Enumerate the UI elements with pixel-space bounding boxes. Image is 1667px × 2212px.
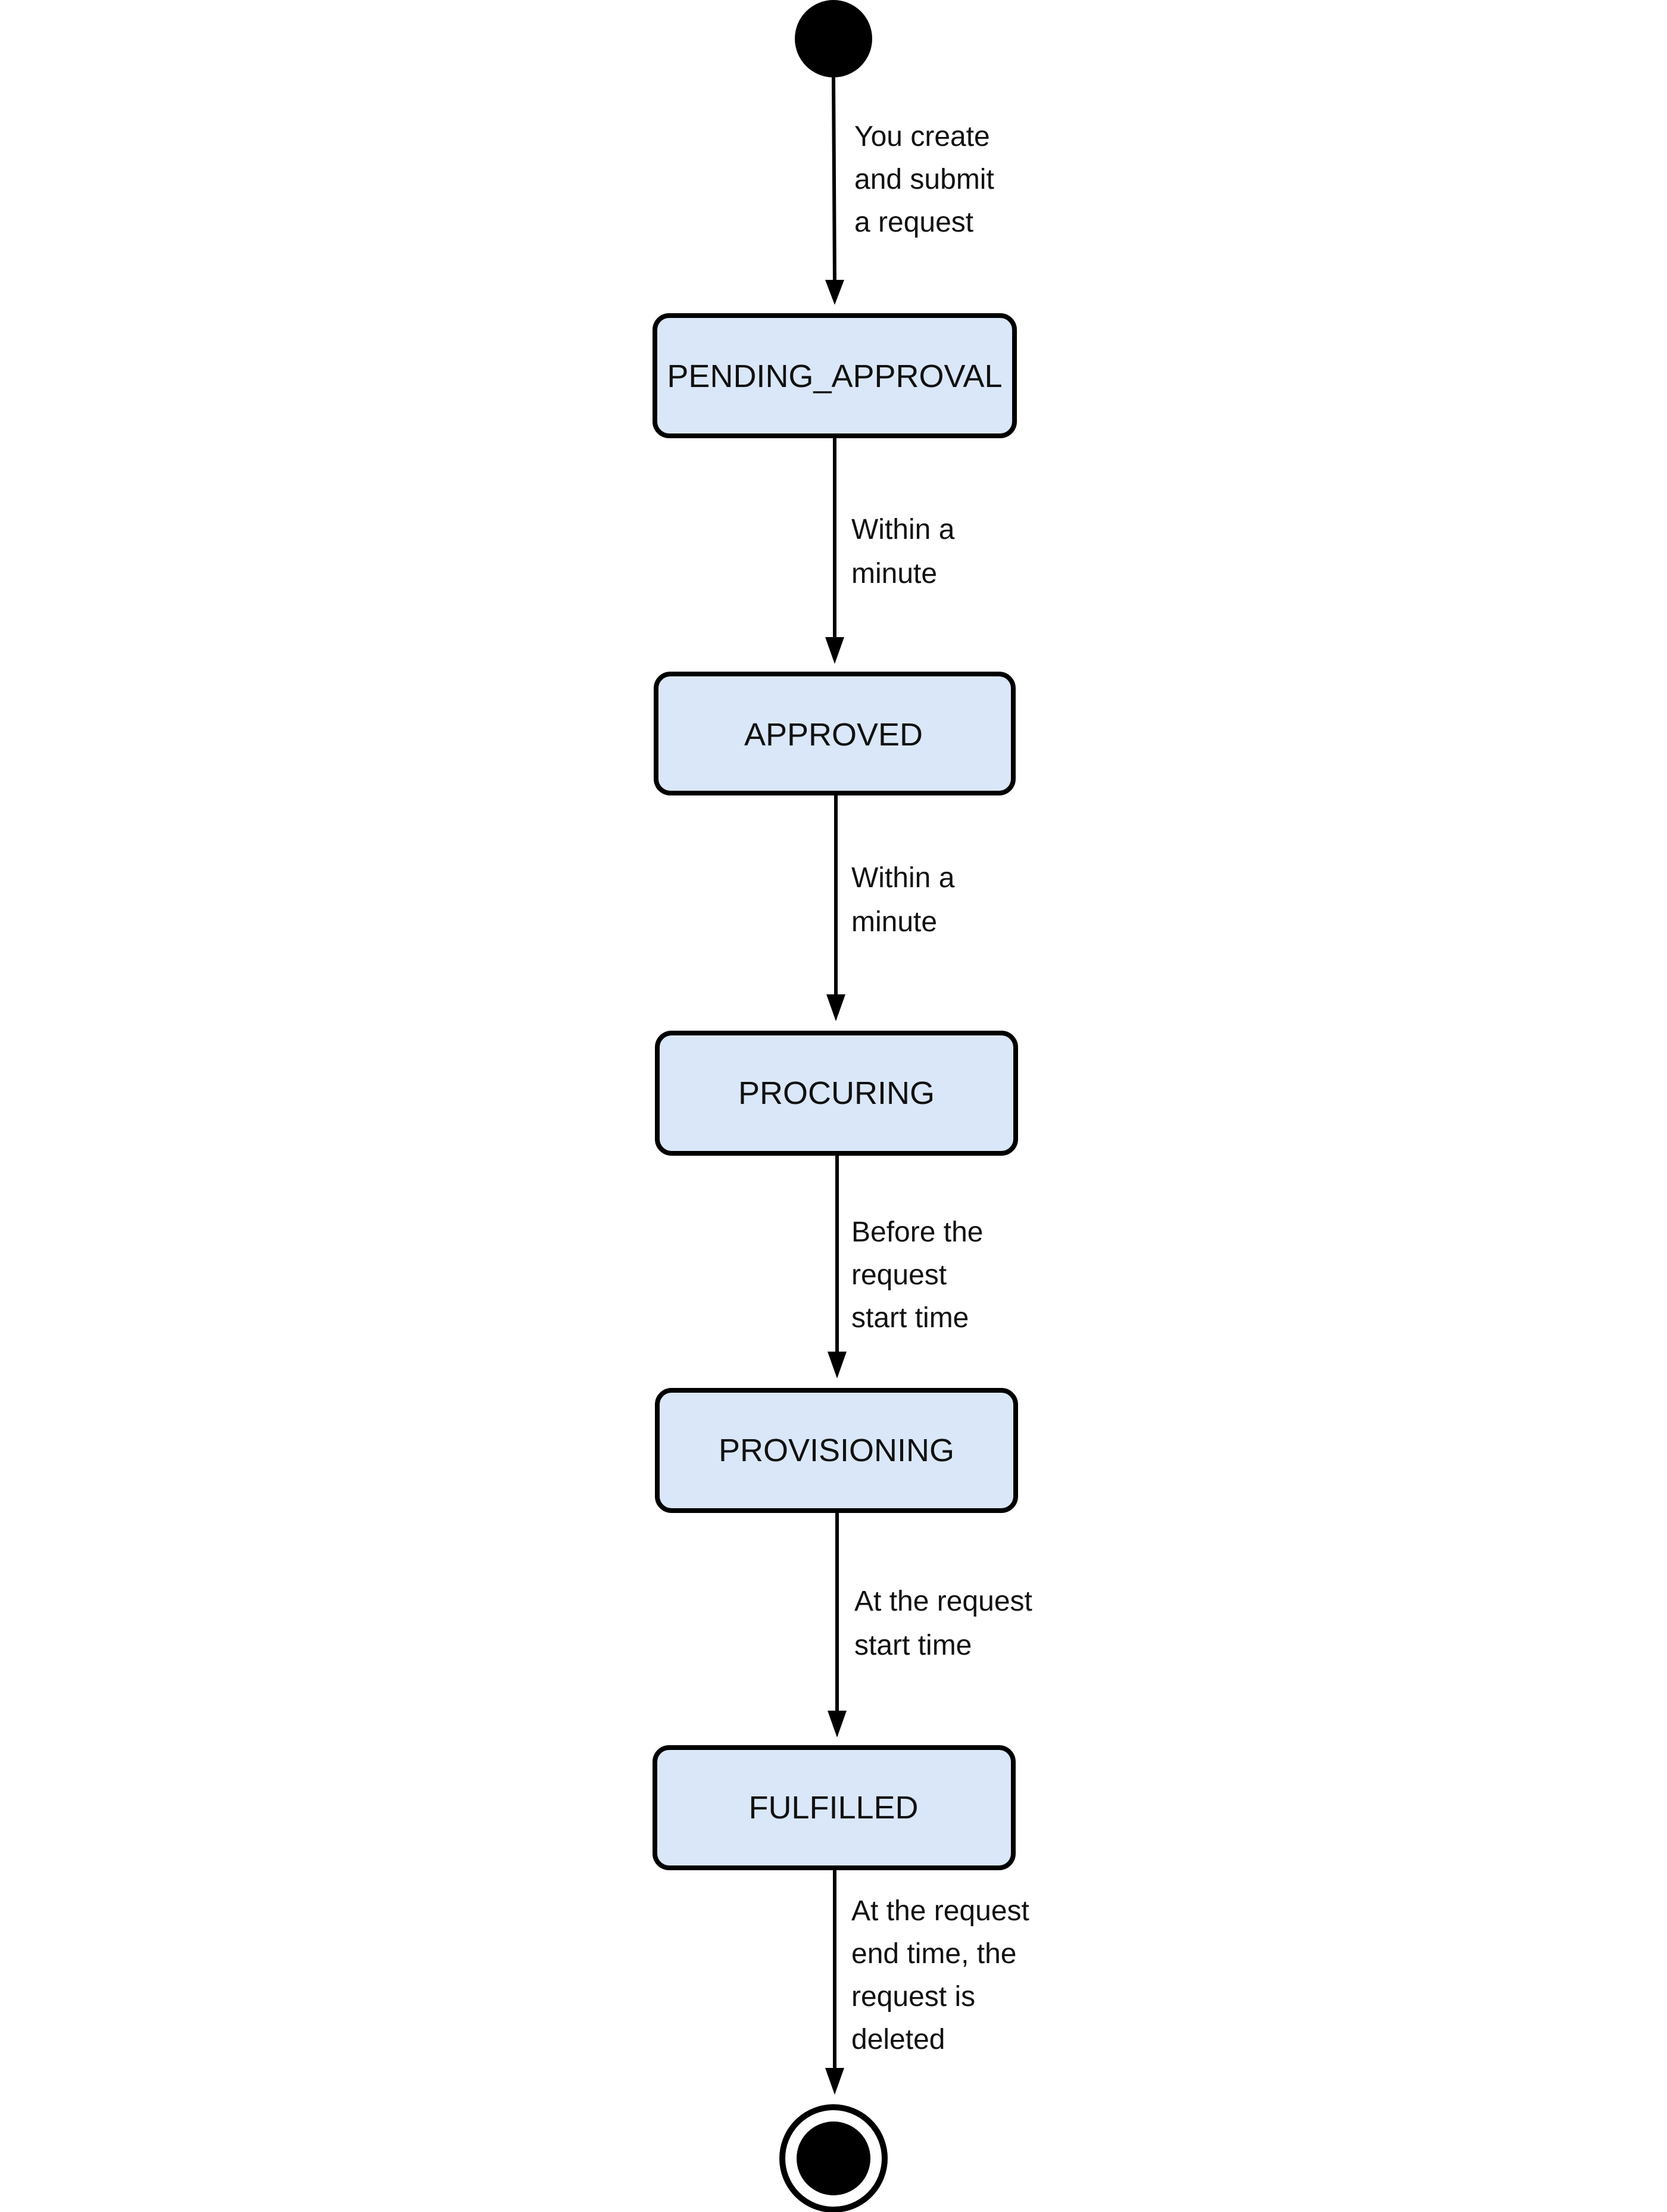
edge-label-procuring-to-provisioning: Before the request start time [851,1216,991,1334]
edge-procuring-to-provisioning [828,1155,847,1378]
state-label: APPROVED [744,717,923,753]
edge-label-start: You create and submit a request [854,121,1002,238]
end-node [779,2104,888,2212]
edge-label-fulfilled-to-end: At the request end time, the request is … [851,1895,1037,2055]
edge-approved-to-procuring [826,795,845,1021]
state-label: PENDING_APPROVAL [667,358,1002,394]
start-node [795,0,872,77]
state-pending-approval: PENDING_APPROVAL [653,313,1017,438]
arrowhead [828,1352,847,1378]
edge-pending-to-approved [825,438,844,664]
edge-fulfilled-to-end [825,1870,844,2095]
state-approved: APPROVED [654,672,1016,795]
edge-provisioning-to-fulfilled [828,1512,847,1737]
arrowhead [826,994,845,1021]
edge-start-to-pending [825,77,844,305]
arrowhead [828,1711,847,1737]
state-label: FULFILLED [748,1790,918,1826]
edge-label-pending-to-approved: Within a minute [851,514,963,589]
edge-label-approved-to-procuring: Within a minute [851,862,963,938]
arrowhead [825,280,844,305]
edge-label-provisioning-to-fulfilled: At the request start time [854,1586,1040,1661]
arrowhead [825,2068,844,2095]
state-label: PROCURING [738,1075,935,1111]
state-provisioning: PROVISIONING [655,1388,1018,1513]
state-fulfilled: FULFILLED [653,1745,1016,1870]
state-procuring: PROCURING [655,1031,1018,1156]
arrowhead [825,637,844,664]
state-label: PROVISIONING [719,1433,954,1468]
